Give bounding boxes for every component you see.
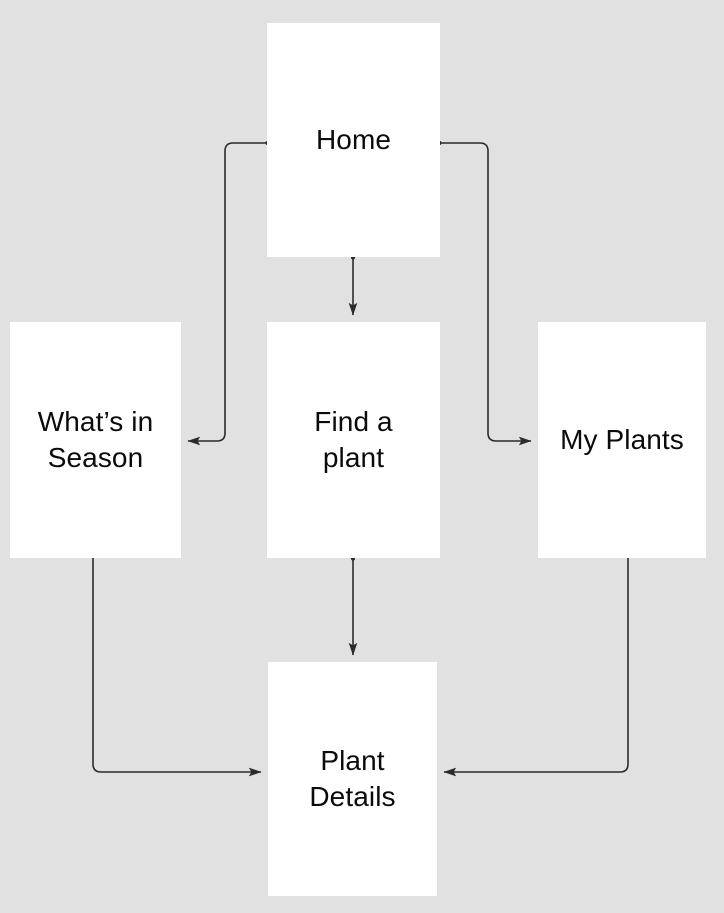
node-my-plants[interactable]: My Plants bbox=[538, 322, 706, 558]
edge-home-to-my-plants bbox=[440, 142, 532, 446]
node-find-a-plant[interactable]: Find a plant bbox=[267, 322, 440, 558]
node-plant-details-label: Plant Details bbox=[309, 745, 396, 812]
node-plant-details[interactable]: Plant Details bbox=[268, 662, 437, 896]
node-whats-in-season[interactable]: What’s in Season bbox=[10, 322, 181, 558]
node-whats-in-season-label: What’s in Season bbox=[37, 406, 154, 473]
node-home-label: Home bbox=[315, 124, 392, 156]
node-home[interactable]: Home bbox=[267, 23, 440, 257]
node-my-plants-label: My Plants bbox=[560, 424, 684, 456]
node-find-a-plant-label: Find a plant bbox=[314, 406, 393, 473]
edge-whats-in-season-to-plant-details bbox=[92, 558, 262, 777]
edge-home-to-whats-in-season bbox=[187, 142, 267, 446]
edge-my-plants-to-plant-details bbox=[443, 558, 629, 777]
